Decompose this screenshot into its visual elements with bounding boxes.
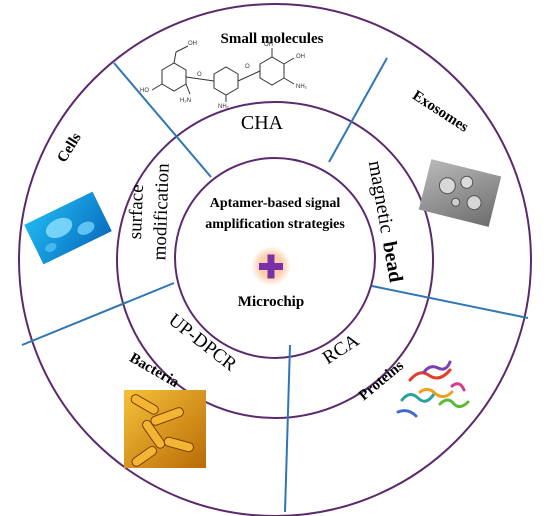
svg-text:NH₂: NH₂ (296, 84, 308, 90)
chemical-structure-icon (151, 45, 295, 102)
bacteria-micrograph-icon (124, 390, 206, 468)
svg-text:OH: OH (188, 41, 197, 47)
label-surface: surface (125, 184, 148, 240)
svg-text:HO: HO (140, 88, 149, 94)
protein-ribbon-icon (396, 360, 470, 418)
center-title-line1: Aptamer-based signal (210, 196, 341, 211)
label-modification: modification (149, 162, 173, 260)
outer-divider-top-right (328, 57, 388, 163)
svg-text:OH: OH (264, 42, 273, 48)
outer-divider-left (21, 282, 175, 346)
exosome-micrograph-icon (418, 159, 502, 227)
inner-circle (174, 157, 376, 359)
svg-text:O: O (197, 72, 202, 78)
cell-micrograph-icon (24, 191, 112, 265)
chemical-structure-labels: OH OH OH HO H₂N NH₂ NH₂ O O (140, 41, 308, 110)
svg-text:NH₂: NH₂ (218, 104, 230, 110)
outer-divider-top-left (113, 62, 212, 178)
svg-text:H₂N: H₂N (180, 98, 191, 104)
plus-icon (259, 254, 283, 279)
svg-text:O: O (245, 64, 250, 70)
outer-divider-bottom (284, 344, 291, 513)
center-title-line2: amplification strategies (205, 217, 345, 232)
middle-ring (116, 101, 434, 419)
label-small-molecules: Small molecules (221, 31, 324, 47)
center-subtitle: Microchip (238, 294, 304, 310)
svg-text:OH: OH (296, 54, 305, 60)
label-cha: CHA (241, 112, 284, 134)
outer-divider-right (371, 285, 529, 319)
